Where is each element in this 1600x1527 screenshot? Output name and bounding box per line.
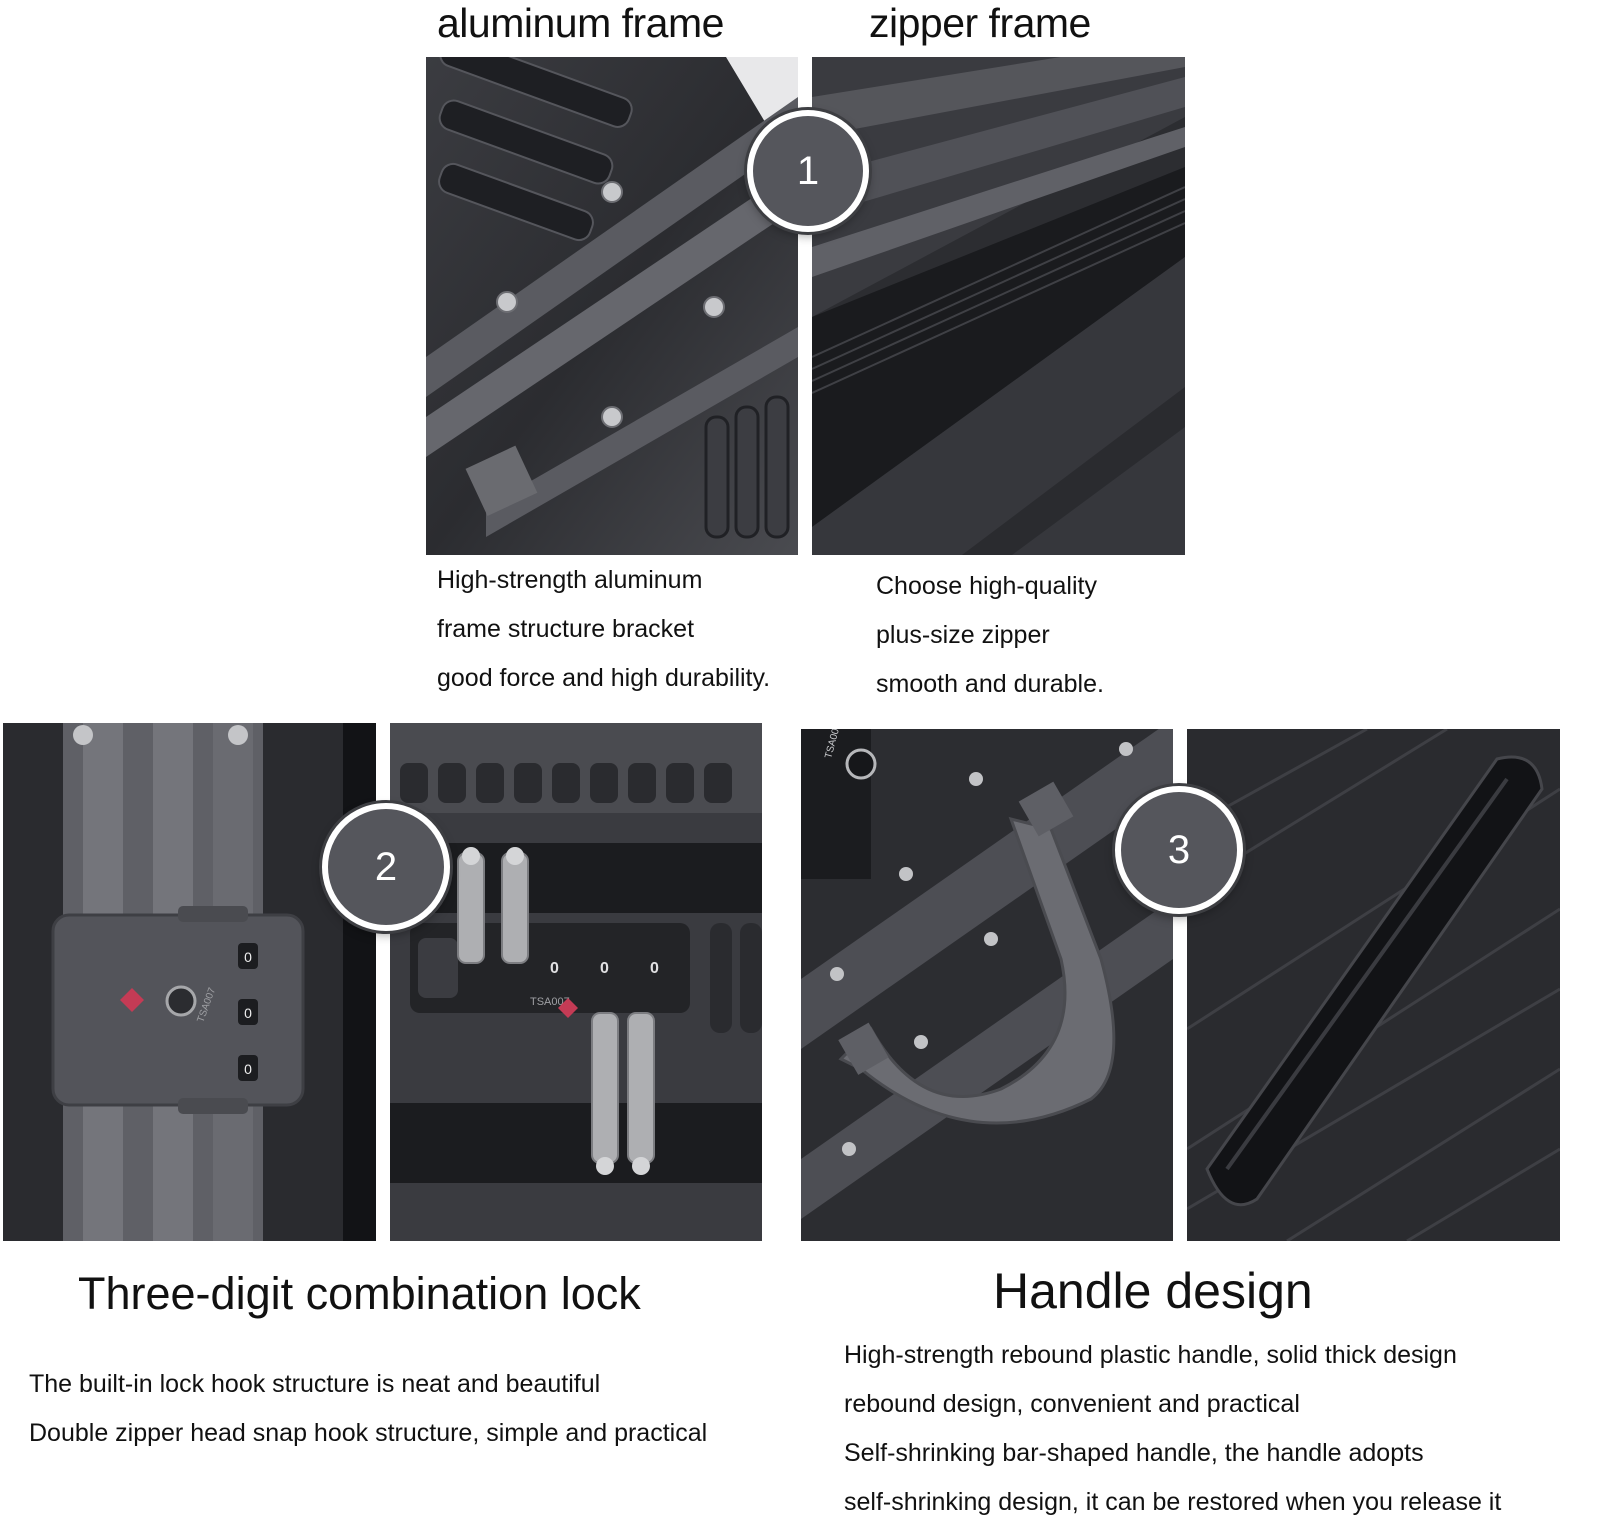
caption-line: High-strength rebound plastic handle, so… [844, 1341, 1457, 1369]
aluminum-frame-caption: High-strength aluminum frame structure b… [437, 556, 770, 703]
caption-line: rebound design, convenient and practical [844, 1390, 1300, 1418]
zipper-frame-heading: zipper frame [869, 0, 1091, 46]
caption-line: Double zipper head snap hook structure, … [29, 1419, 708, 1447]
dial-digit: 0 [600, 960, 609, 977]
badge-3: 3 [1115, 786, 1243, 914]
handle-design-heading: Handle design [993, 1263, 1313, 1319]
caption-line: The built-in lock hook structure is neat… [29, 1370, 601, 1398]
dial-digit: 0 [650, 960, 659, 977]
zipper-frame-photo [812, 57, 1185, 555]
caption-line: good force and high durability. [437, 664, 771, 692]
caption-line: frame structure bracket [437, 615, 695, 643]
dial-digit: 0 [244, 1061, 252, 1077]
caption-line: self-shrinking design, it can be restore… [844, 1488, 1502, 1516]
bar-handle-photo [1187, 729, 1560, 1241]
caption-line: High-strength aluminum [437, 566, 703, 594]
dial-digit: 0 [550, 960, 559, 977]
caption-line: smooth and durable. [876, 670, 1104, 698]
handle-frame-photo: TSA007 [801, 729, 1173, 1241]
dial-digit: 0 [244, 1005, 252, 1021]
aluminum-frame-heading: aluminum frame [437, 0, 724, 46]
handle-design-caption: High-strength rebound plastic handle, so… [844, 1331, 1501, 1527]
tsa-lock-photo: 0 0 0 TSA007 [3, 723, 376, 1241]
zipper-hook-photo: 0 0 0 TSA007 [390, 723, 762, 1241]
aluminum-frame-photo [426, 57, 798, 555]
combination-lock-heading: Three-digit combination lock [78, 1268, 641, 1319]
combination-lock-caption: The built-in lock hook structure is neat… [29, 1360, 707, 1458]
dial-digit: 0 [244, 949, 252, 965]
caption-line: Choose high-quality [876, 572, 1097, 600]
badge-2: 2 [322, 803, 450, 931]
caption-line: plus-size zipper [876, 621, 1050, 649]
tsa-code-text: TSA007 [530, 996, 570, 1008]
zipper-frame-caption: Choose high-quality plus-size zipper smo… [876, 562, 1104, 709]
badge-1: 1 [747, 110, 869, 232]
caption-line: Self-shrinking bar-shaped handle, the ha… [844, 1439, 1424, 1467]
